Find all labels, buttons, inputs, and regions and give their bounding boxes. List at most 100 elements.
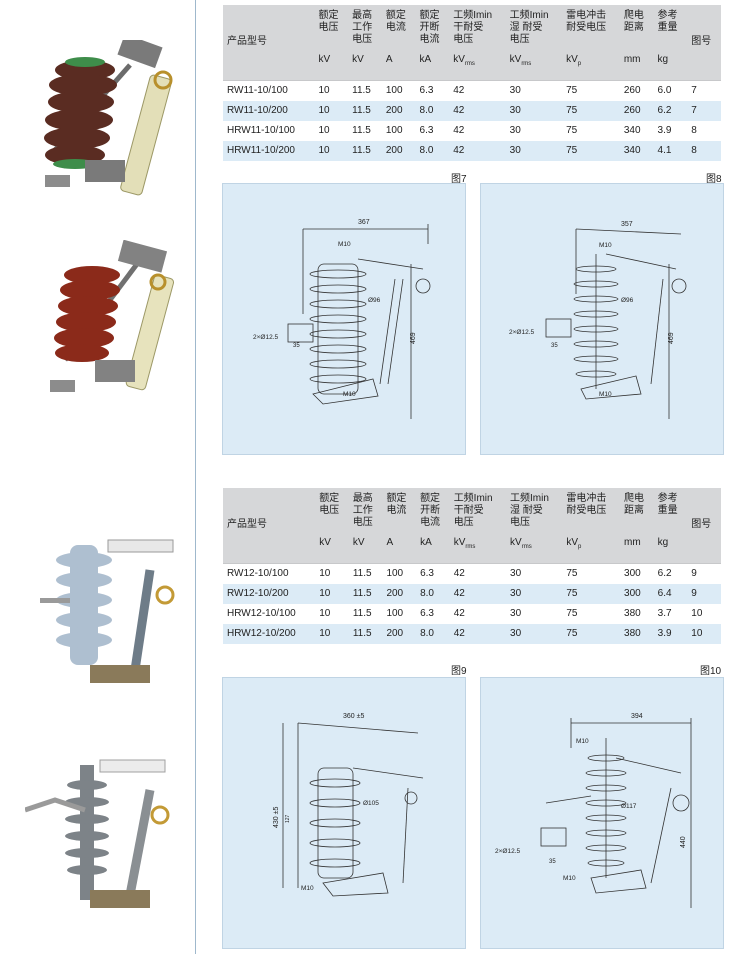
- table-cell: 200: [386, 588, 404, 599]
- header-unit: kV: [318, 54, 331, 65]
- table-cell: 200: [385, 145, 403, 156]
- table-cell: 260: [623, 85, 641, 96]
- header-unit: kVrms: [453, 54, 475, 67]
- header-unit: kVp: [566, 54, 582, 67]
- table-cell: 6.4: [657, 588, 672, 599]
- header-name: 爬电 距离: [624, 493, 645, 516]
- fig10-hole-label: 2×Ø12.5: [495, 848, 521, 855]
- table-cell: 100: [386, 568, 404, 579]
- table-cell: 10: [319, 608, 331, 619]
- fig8-bolt-bottom: M10: [599, 391, 612, 398]
- header-name: 工频Imin 干耐受 电压: [453, 10, 493, 45]
- table-cell: 11.5: [352, 85, 371, 96]
- table-cell: RW12-10/200: [227, 588, 289, 599]
- table-cell: 75: [566, 568, 578, 579]
- header-cell: 图号: [687, 5, 721, 81]
- header-name: 最高 工作 电压: [352, 10, 373, 45]
- table-cell: RW12-10/100: [227, 568, 289, 579]
- table-cell: 10: [691, 628, 703, 639]
- technical-drawing-fig7: 367 469 2×Ø12.5 35 M10 M10 Ø96: [253, 219, 431, 419]
- header-name: 图号: [691, 519, 712, 530]
- table-cell: 42: [453, 568, 465, 579]
- table-cell: 42: [453, 105, 465, 116]
- table-cell: 6.3: [420, 568, 434, 579]
- header-unit: kV: [352, 54, 364, 65]
- table-cell: 75: [566, 588, 578, 599]
- header-name: 额定 电压: [318, 10, 339, 33]
- fig8-spacing-label: 35: [551, 343, 558, 349]
- table-cell: 260: [623, 105, 641, 116]
- header-unit: kVrms: [453, 537, 476, 550]
- table-cell: 75: [566, 628, 578, 639]
- table-cell: 30: [510, 568, 522, 579]
- table-cell: 11.5: [352, 568, 372, 579]
- drawing-panel-fig10: 394 440 2×Ø12.5 35 M10 M10 Ø117: [480, 677, 724, 949]
- header-unit: A: [385, 54, 393, 65]
- fig10-bolt-top: M10: [576, 738, 589, 745]
- fig8-hole-label: 2×Ø12.5: [509, 329, 535, 336]
- figure-label-7: 图7: [451, 174, 467, 185]
- fig9-width-dim: 360 ±5: [343, 713, 364, 720]
- table-cell: 11.5: [352, 588, 372, 599]
- product-photo-column: [0, 0, 196, 954]
- header-unit: mm: [623, 54, 641, 65]
- table-cell: 200: [385, 105, 403, 116]
- header-cell: 图号: [687, 488, 721, 564]
- table-cell: RW11-10/100: [227, 85, 288, 96]
- fig9-diameter: Ø105: [363, 800, 379, 807]
- fig9-bolt-bottom: M10: [301, 885, 314, 892]
- photo-rw11-brown: [44, 40, 173, 196]
- fig7-spacing-label: 35: [293, 343, 300, 349]
- fig10-bolt-bottom: M10: [563, 875, 576, 882]
- header-name: 图号: [691, 36, 712, 47]
- header-name: 产品型号: [227, 519, 267, 530]
- header-unit: kg: [657, 54, 669, 65]
- table-cell: 340: [623, 145, 641, 156]
- header-name: 雷电冲击 耐受电压: [566, 10, 607, 33]
- fig9-small-dim: 127: [285, 814, 291, 823]
- header-cell: 产品型号: [223, 488, 316, 564]
- table-cell: 200: [386, 628, 404, 639]
- header-unit: kVrms: [510, 537, 532, 550]
- table-cell: 42: [453, 608, 465, 619]
- header-name: 最高 工作 电压: [352, 493, 373, 528]
- table-cell: 9: [691, 568, 697, 579]
- table-cell: 6.3: [419, 125, 434, 136]
- drawing-panel-fig8: 357 469 2×Ø12.5 35 M10 M10 Ø96: [480, 183, 724, 455]
- header-name: 产品型号: [227, 36, 267, 47]
- table-cell: 75: [566, 105, 578, 116]
- table-cell: 11.5: [352, 628, 372, 639]
- table-cell: 6.2: [657, 568, 672, 579]
- table-cell: 10: [318, 145, 330, 156]
- table-cell: 75: [566, 85, 578, 96]
- table-cell: 6.3: [419, 85, 434, 96]
- figure-label-10: 图10: [700, 666, 722, 677]
- table-cell: 100: [385, 125, 403, 136]
- table-cell: 11.5: [352, 145, 371, 156]
- table-cell: RW11-10/200: [227, 105, 288, 116]
- table-cell: 30: [510, 608, 522, 619]
- header-cell: 额定 电压 kV: [314, 5, 349, 81]
- fig8-bolt-top: M10: [599, 242, 612, 249]
- figure-label-8: 图8: [706, 174, 722, 185]
- fig7-bolt-top: M10: [338, 241, 351, 248]
- table-cell: 9: [691, 588, 697, 599]
- table-cell: 30: [509, 105, 521, 116]
- table-cell: 6.2: [657, 105, 672, 116]
- table-cell: 75: [566, 125, 578, 136]
- table-cell: 8: [691, 125, 697, 136]
- table-cell: 75: [566, 608, 578, 619]
- fig10-diameter: Ø117: [621, 803, 637, 810]
- header-unit: kg: [657, 537, 669, 548]
- table-cell: 8.0: [419, 105, 434, 116]
